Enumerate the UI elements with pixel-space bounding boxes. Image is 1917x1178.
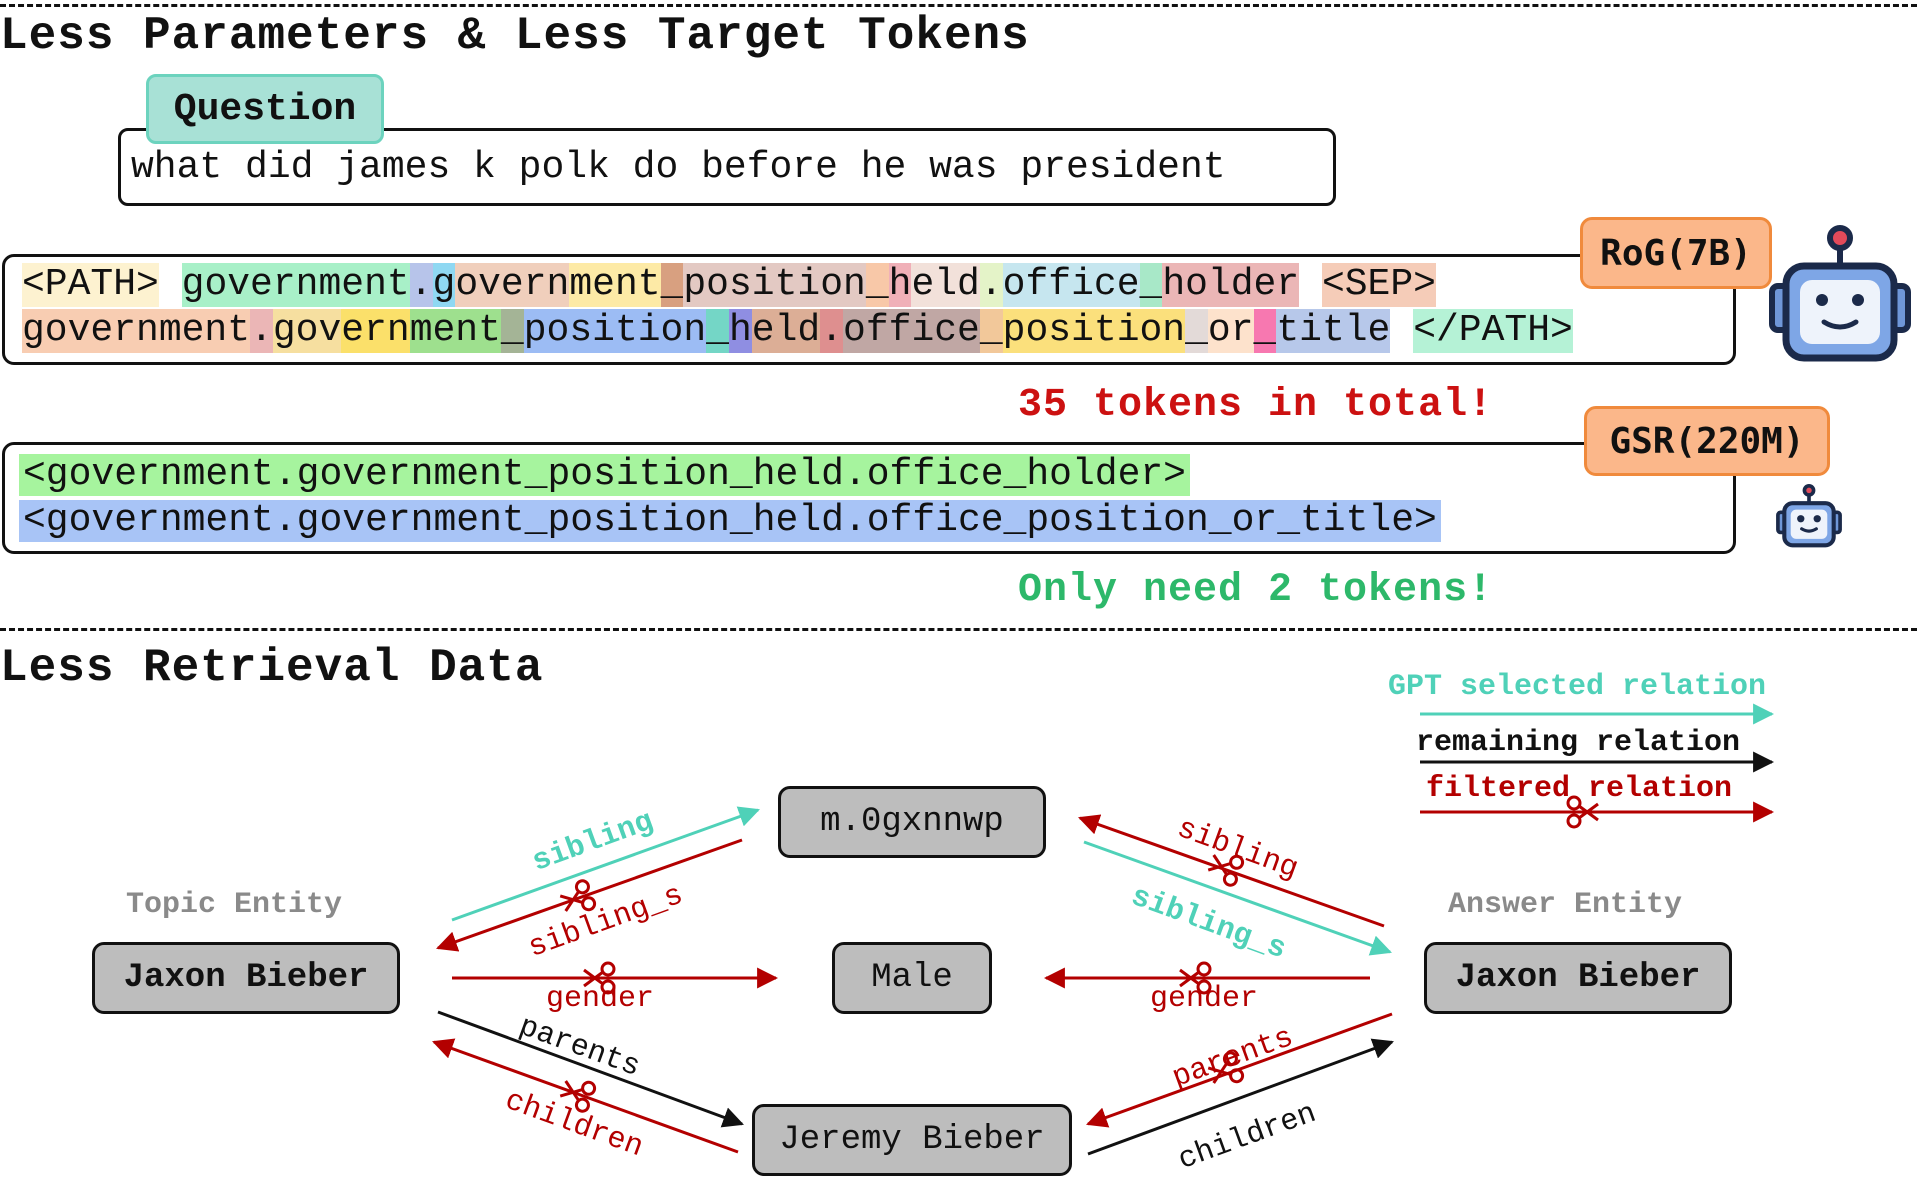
- rog-line1-token-0: <PATH>: [22, 263, 159, 307]
- jeremy-bieber-node: Jeremy Bieber: [752, 1104, 1072, 1176]
- topic-entity-node: Jaxon Bieber: [92, 942, 400, 1014]
- rog-line2-token-6: position: [523, 309, 707, 353]
- rog-line1-token-9: _: [865, 263, 889, 307]
- rog-line2-token-8: h: [728, 309, 752, 353]
- rog-line1-token-6: ment: [569, 263, 661, 307]
- rog-line2-token-10: .: [820, 309, 844, 353]
- rog-line1-token-17: <SEP>: [1321, 263, 1436, 307]
- rog-line2-token-19: </PATH>: [1413, 309, 1573, 353]
- rog-line1-token-8: position: [683, 263, 866, 307]
- rog-line1-token-3: .: [409, 263, 433, 307]
- edge-right-children: [1087, 1038, 1394, 1156]
- rog-line2-token-2: gov: [272, 309, 342, 353]
- rog-line1-token-13: office: [1002, 263, 1140, 307]
- rog-line1-token-5: overn: [455, 263, 570, 307]
- rog-line2-token-7: _: [706, 309, 729, 353]
- male-node: Male: [832, 942, 992, 1014]
- gsr-token-1: <government.government_position_held.off…: [19, 454, 1190, 496]
- legend-gpt-label: GPT selected relation: [1388, 670, 1767, 704]
- edge-left-sibling: [451, 806, 760, 922]
- small-robot-icon: [1776, 484, 1842, 548]
- question-label: Question: [146, 74, 384, 144]
- rog-line2-token-14: _: [1185, 309, 1208, 353]
- answer-entity-caption: Answer Entity: [1448, 888, 1683, 922]
- label-right-gender: gender: [1150, 982, 1259, 1016]
- rog-badge: RoG(7B): [1580, 217, 1772, 289]
- rog-line2-token-15: or: [1207, 309, 1254, 353]
- rog-line2-token-12: _: [979, 309, 1003, 353]
- gsr-path-box: <government.government_position_held.off…: [2, 442, 1736, 554]
- rog-line2-token-13: position: [1002, 309, 1186, 353]
- edge-right-parents: [1086, 1012, 1393, 1128]
- large-robot-icon: [1769, 225, 1911, 362]
- middle-divider: [0, 628, 1917, 631]
- section-title-retrieval: Less Retrieval Data: [0, 642, 544, 694]
- topic-entity-caption: Topic Entity: [126, 888, 343, 922]
- rog-line2-token-4: ment: [409, 309, 501, 353]
- rog-line2-token-5: _: [500, 309, 524, 353]
- rog-line2-token-3: ern: [341, 309, 410, 353]
- rog-line1-token-14: _: [1139, 263, 1163, 307]
- rog-line2-token-0: government: [22, 309, 251, 353]
- legend-remaining-label: remaining relation: [1416, 726, 1741, 760]
- label-left-gender: gender: [546, 982, 655, 1016]
- rog-line1-token-4: g: [432, 263, 456, 307]
- rog-line1-token-11: eld: [911, 263, 980, 307]
- top-divider: [0, 4, 1917, 7]
- rog-line1-token-10: h: [888, 263, 912, 307]
- rog-line2-token-1: .: [250, 309, 273, 353]
- rog-token-count-note: 35 tokens in total!: [1018, 383, 1494, 428]
- section-title-parameters: Less Parameters & Less Target Tokens: [0, 10, 1030, 62]
- gsr-badge: GSR(220M): [1584, 406, 1830, 476]
- edge-right-sibling-s: [1083, 840, 1392, 956]
- edge-left-parents: [437, 1010, 744, 1128]
- rog-line2-token-9: eld: [751, 309, 821, 353]
- rog-line2-token-17: title: [1276, 309, 1391, 353]
- rog-line1-token-2: government: [181, 263, 410, 307]
- edge-left-sibling-s: [436, 838, 743, 952]
- edge-left-children: [432, 1038, 739, 1154]
- rog-line1-token-12: .: [979, 263, 1003, 307]
- question-box: what did james k polk do before he was p…: [118, 128, 1336, 206]
- rog-line2-token-11: office: [843, 309, 980, 353]
- rog-line2-token-16: _: [1253, 309, 1277, 353]
- mid-entity-node: m.0gxnnwp: [778, 786, 1046, 858]
- gsr-token-2: <government.government_position_held.off…: [19, 500, 1441, 542]
- rog-line1-token-15: holder: [1162, 263, 1300, 307]
- answer-entity-node: Jaxon Bieber: [1424, 942, 1732, 1014]
- gsr-token-count-note: Only need 2 tokens!: [1018, 568, 1494, 613]
- question-text: what did james k polk do before he was p…: [131, 145, 1226, 189]
- rog-line1-token-7: _: [660, 263, 684, 307]
